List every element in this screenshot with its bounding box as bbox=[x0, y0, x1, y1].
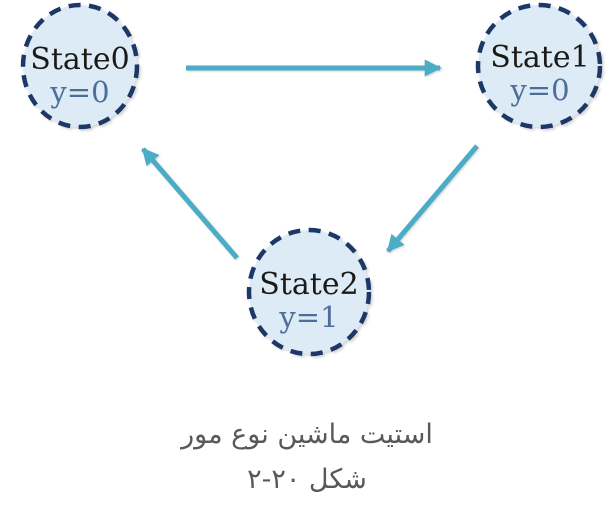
state1-label: State1 bbox=[490, 40, 589, 75]
transition-arrow-state1-to-state2 bbox=[386, 144, 479, 253]
state0-label: State0 bbox=[30, 42, 129, 77]
state1-output-label: y=0 bbox=[509, 73, 569, 107]
caption-figure-number: شکل ۲۰-۲ bbox=[247, 464, 367, 495]
caption-title: استیت ماشین نوع مور bbox=[181, 419, 433, 450]
state-node-state2: State2 y=1 bbox=[246, 227, 372, 357]
transition-arrow-state2-to-state0 bbox=[141, 147, 239, 260]
figure-caption: استیت ماشین نوع مور شکل ۲۰-۲ bbox=[0, 412, 614, 502]
state0-circle bbox=[20, 2, 140, 130]
state1-circle bbox=[475, 2, 603, 130]
state0-output-label: y=0 bbox=[49, 75, 109, 109]
state2-output-label: y=1 bbox=[278, 300, 338, 334]
state2-label: State2 bbox=[259, 267, 358, 302]
state-node-state1: State1 y=0 bbox=[475, 2, 603, 130]
state-node-state0: State0 y=0 bbox=[20, 2, 140, 130]
state-diagram: State0 y=0 State1 y=0 State2 y=1 bbox=[20, 2, 603, 357]
state2-circle bbox=[246, 227, 372, 357]
